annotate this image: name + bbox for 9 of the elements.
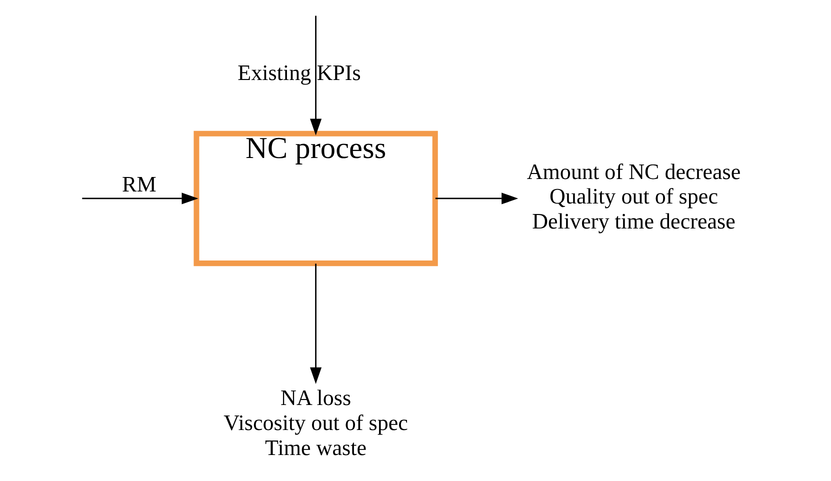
- node-text: NA loss Viscosity out of spec Time waste: [223, 384, 408, 460]
- arrow: [310, 15, 322, 135]
- edge-label: Existing KPIs: [237, 59, 360, 84]
- node-text: Amount of NC decrease Quality out of spec Delivery time decrease: [526, 158, 740, 234]
- arrow: [310, 263, 322, 384]
- arrow: [82, 192, 198, 204]
- edge-label: RM: [122, 170, 156, 196]
- node-box: NC process: [193, 130, 438, 266]
- arrow: [434, 192, 518, 204]
